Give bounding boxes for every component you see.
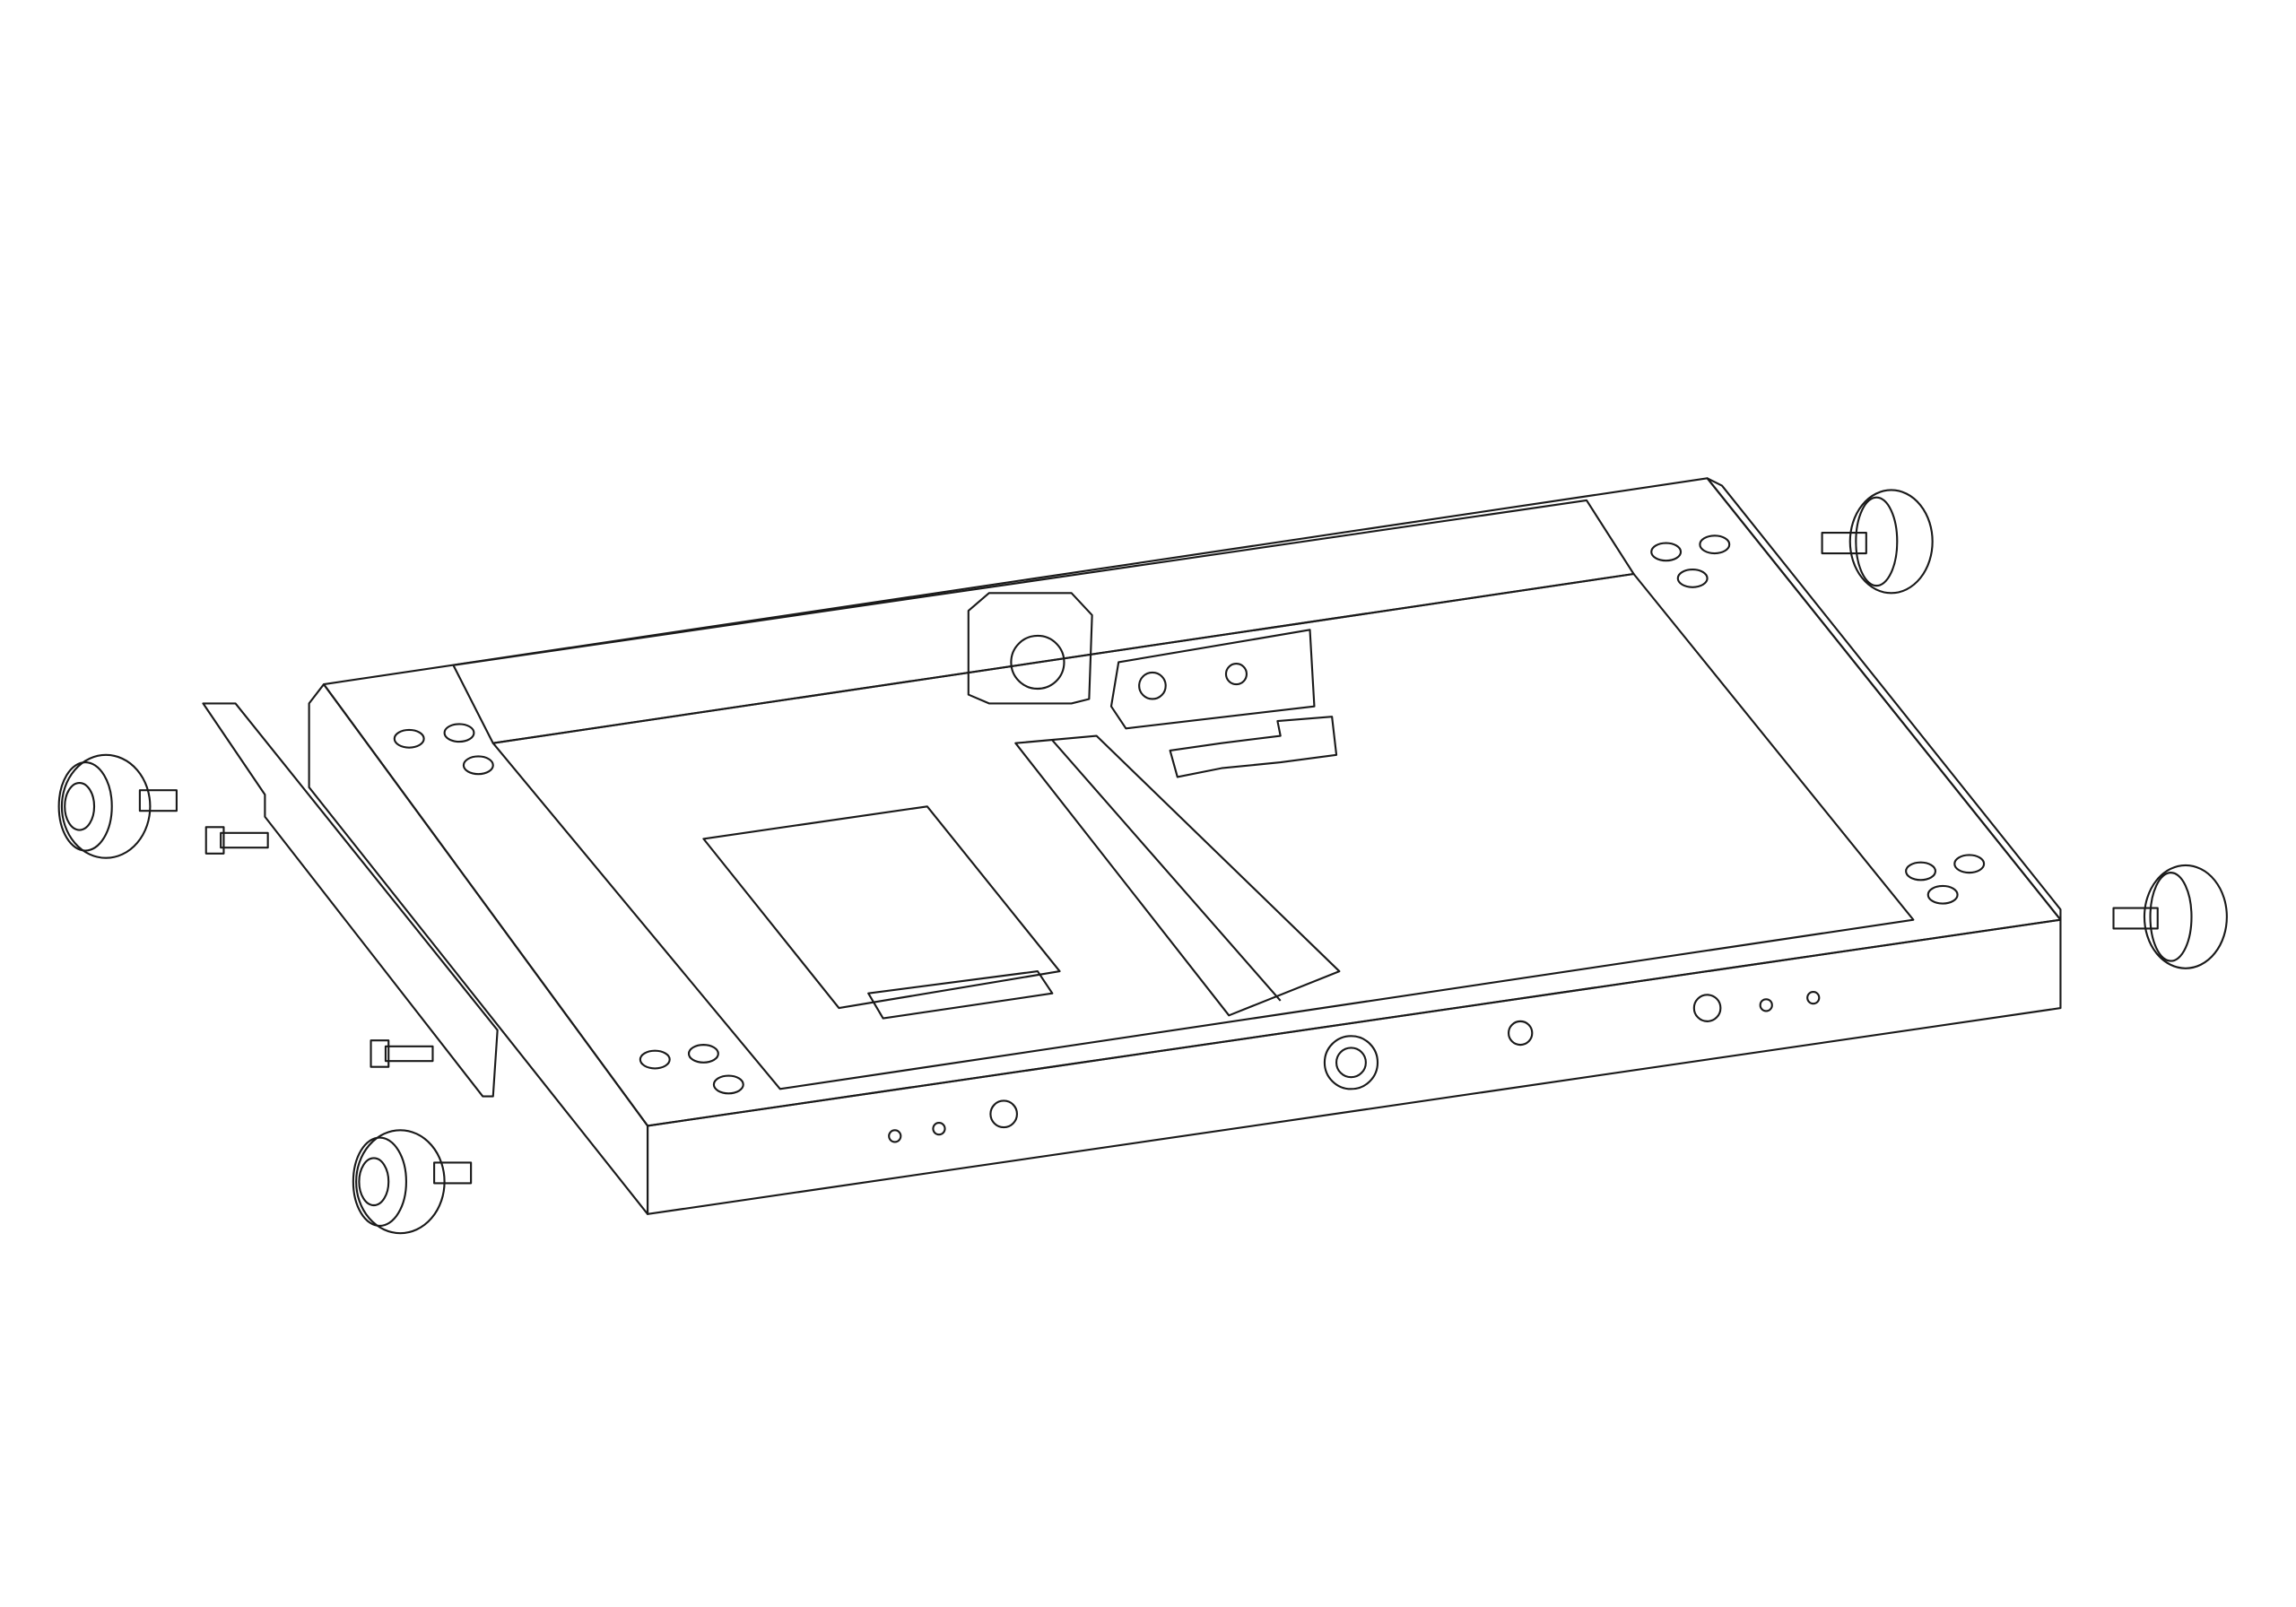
mounting-plate (1109, 629, 1316, 730)
access-panel-tab (867, 970, 1054, 1020)
nut-block-thread (1010, 634, 1065, 691)
tray-left-wall (308, 683, 649, 1215)
screw (204, 826, 269, 855)
tray-back-wall (452, 499, 1635, 744)
slide-rail (1014, 734, 1341, 1017)
rubber-foot (2112, 864, 2228, 969)
nut-block (967, 592, 1093, 705)
screw (370, 1039, 434, 1068)
tray-top-face (322, 477, 2062, 1127)
corner-holes (393, 534, 1986, 1095)
lever-bracket (1169, 716, 1338, 778)
tray-inner-floor (491, 572, 1915, 1090)
angle-strip (202, 702, 499, 1098)
plate-hole (1138, 671, 1167, 700)
access-panel-cutout (702, 805, 1061, 1010)
tray-right-wall (1706, 477, 2062, 921)
rubber-foot (352, 1129, 473, 1235)
tray-front-wall (646, 918, 2062, 1215)
plate-hole (1224, 663, 1248, 686)
front-wall-holes (888, 990, 1821, 1143)
rubber-foot (57, 753, 178, 859)
rubber-foot (1821, 489, 1934, 595)
slide-rail-groove (1051, 739, 1282, 1002)
